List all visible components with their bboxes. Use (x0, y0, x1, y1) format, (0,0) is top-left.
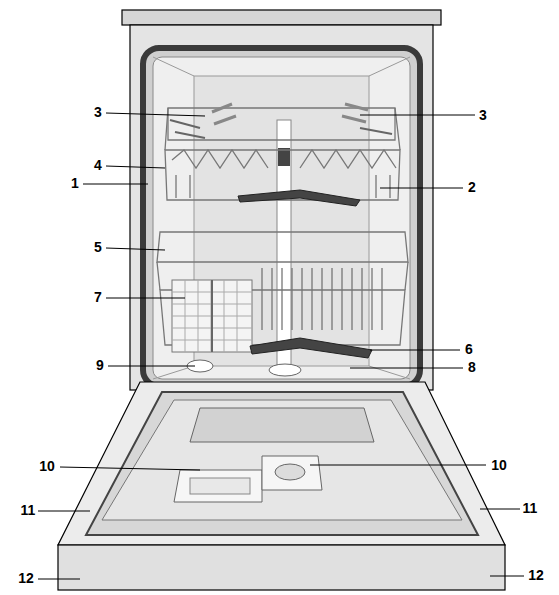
leader-line (490, 576, 524, 577)
water-pipe (277, 120, 291, 365)
door-seal (143, 48, 420, 386)
cabinet (122, 10, 441, 390)
upper-rack-tines (172, 150, 268, 168)
upper-basket (165, 104, 400, 200)
callout-number: 2 (468, 180, 476, 194)
cup-shelf (360, 128, 392, 134)
leader-line (370, 350, 460, 351)
cutlery-shelf (212, 104, 236, 124)
callout-number: 3 (94, 105, 102, 119)
door-inner-panel (102, 400, 462, 520)
cabinet-body (130, 25, 433, 390)
leader-line (106, 113, 205, 116)
leader-line (60, 467, 200, 470)
leader-line (310, 465, 486, 466)
upper-rack-tines (300, 150, 396, 168)
plate-tines (262, 268, 382, 330)
tub-edge (369, 57, 410, 76)
callout-number: 12 (528, 568, 544, 582)
lower-spray-arm (250, 338, 372, 358)
leader-line (380, 188, 463, 189)
leader-line (106, 248, 165, 250)
door-inner-panel (86, 392, 478, 535)
leader-line (108, 366, 195, 367)
upper-spray-arm (238, 190, 360, 206)
callout-number: 3 (479, 108, 487, 122)
cutlery-shelf (342, 104, 368, 122)
leader-line (83, 184, 148, 185)
tub-edge (153, 57, 194, 76)
callout-number: 11 (523, 501, 538, 515)
leader-line (480, 509, 520, 510)
spray-column (277, 120, 291, 365)
leader-line (38, 511, 90, 512)
callout-number: 4 (94, 158, 102, 172)
upper-rack-frame (168, 108, 395, 140)
detergent-dispenser (174, 470, 262, 502)
dispenser-lid (190, 478, 250, 494)
door-inner-face (58, 382, 505, 545)
callout-number: 6 (465, 342, 473, 356)
callout-number: 11 (21, 503, 36, 517)
tub-interior (153, 57, 410, 379)
rinse-aid-cap (275, 464, 305, 480)
door (58, 382, 505, 590)
leader-line (350, 368, 463, 369)
door-front (58, 545, 505, 590)
callout-number: 8 (468, 360, 476, 374)
callout-number: 1 (71, 176, 79, 190)
leader-line (38, 579, 80, 580)
callout-number: 12 (18, 571, 34, 585)
cutlery-basket-body (172, 280, 252, 352)
leader-line (106, 298, 185, 299)
worktop (122, 10, 441, 25)
leader-line (106, 166, 165, 168)
upper-rack-wire (165, 108, 400, 150)
callout-number: 10 (39, 459, 55, 473)
pipe-joint (278, 148, 290, 166)
callout-number: 5 (94, 240, 102, 254)
callout-number: 9 (96, 358, 104, 372)
lower-rack-frame (157, 232, 408, 262)
leader-line (360, 115, 475, 116)
cutlery-basket-grid (172, 280, 252, 352)
cutlery-basket-divider (211, 280, 213, 352)
callout-number: 7 (94, 290, 102, 304)
filter (269, 364, 301, 376)
leader-lines (38, 113, 524, 579)
rinse-aid-dispenser (262, 456, 322, 490)
cutlery-basket (172, 280, 252, 352)
callout-number: 10 (491, 458, 507, 472)
cup-shelf (170, 120, 205, 138)
door-recess (190, 408, 374, 442)
